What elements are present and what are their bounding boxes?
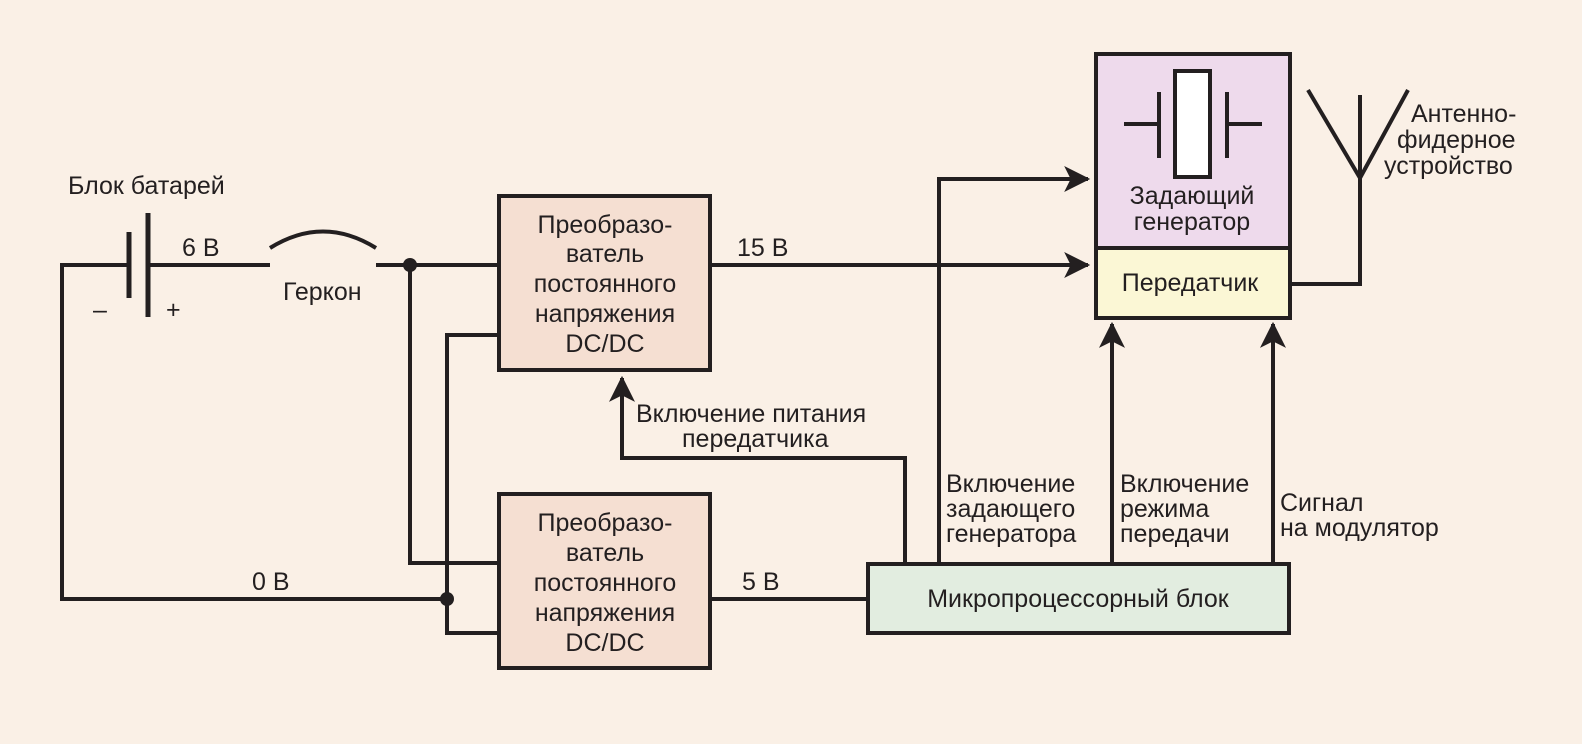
- modulator-line-1: Сигнал: [1280, 489, 1363, 517]
- modulator-signal-label: Сигнал на модулятор: [1280, 489, 1439, 542]
- wires: [60, 166, 1362, 635]
- converter-top-line-2: ватель: [566, 240, 644, 268]
- antenna-icon: [1306, 88, 1410, 180]
- converter-bottom-block: [497, 492, 712, 670]
- antenna-line-2: фидерное: [1397, 126, 1516, 154]
- converter-bottom-line-2: ватель: [566, 539, 644, 567]
- antenna-line-1: Антенно-: [1411, 100, 1516, 128]
- wire-5v-label: 5 В: [742, 568, 780, 596]
- reed-switch-label: Геркон: [283, 278, 362, 306]
- microprocessor-label: Микропроцессорный блок: [927, 585, 1230, 613]
- converter-top-block: [497, 194, 712, 372]
- tx-power-line-2: передатчика: [682, 425, 829, 453]
- wire-top-converter-ground: [445, 333, 500, 635]
- master-oscillator-line-2: генератор: [1134, 208, 1250, 236]
- converter-top-text: Преобразо- ватель постоянного напряжения…: [534, 211, 677, 358]
- osc-enable-line-1: Включение: [946, 470, 1075, 498]
- tx-power-signal-label: Включение питания передатчика: [636, 400, 866, 453]
- battery-voltage-label: 6 В: [182, 234, 220, 262]
- master-oscillator-line-1: Задающий: [1130, 182, 1255, 210]
- modulator-line-2: на модулятор: [1280, 514, 1439, 542]
- crystal-icon: [1124, 69, 1262, 179]
- wire-junction-to-bottom-converter: [408, 265, 500, 565]
- battery-minus-label: –: [93, 296, 107, 324]
- wire-to-antenna: [1290, 178, 1362, 286]
- microprocessor-block: [866, 562, 1291, 635]
- master-oscillator-text: Задающий генератор: [1130, 182, 1255, 236]
- converter-top-line-5: DC/DC: [565, 330, 644, 358]
- converter-bottom-line-1: Преобразо-: [538, 509, 673, 537]
- osc-enable-line-3: генератора: [946, 520, 1076, 548]
- converter-bottom-line-4: напряжения: [535, 599, 675, 627]
- tx-mode-signal-label: Включение режима передачи: [1120, 470, 1249, 548]
- reed-switch-contact: [268, 229, 378, 250]
- converter-top-line-3: постоянного: [534, 270, 677, 298]
- wire-battery-negative-return: [60, 263, 447, 601]
- antenna-line-3: устройство: [1384, 152, 1513, 180]
- tx-power-line-1: Включение питания: [636, 400, 866, 428]
- converter-bottom-line-3: постоянного: [534, 569, 677, 597]
- converter-top-line-4: напряжения: [535, 300, 675, 328]
- battery-label: Блок батарей: [68, 172, 225, 200]
- junction-dot-bottom: [440, 592, 454, 606]
- converter-top-line-1: Преобразо-: [538, 211, 673, 239]
- converter-bottom-text: Преобразо- ватель постоянного напряжения…: [534, 509, 677, 657]
- battery-plus-label: +: [166, 296, 181, 324]
- tx-mode-line-3: передачи: [1120, 520, 1230, 548]
- junction-dot-top: [403, 258, 417, 272]
- wire-0v-label: 0 В: [252, 568, 290, 596]
- osc-enable-line-2: задающего: [946, 495, 1075, 523]
- tx-mode-line-2: режима: [1120, 495, 1209, 523]
- antenna-text: Антенно- фидерное устройство: [1384, 100, 1516, 180]
- wire-15v-label: 15 В: [737, 234, 788, 262]
- tx-mode-line-1: Включение: [1120, 470, 1249, 498]
- wire-tx-power-enable: [609, 375, 907, 563]
- converter-bottom-line-5: DC/DC: [565, 629, 644, 657]
- wire-osc-enable: [937, 166, 1091, 563]
- transmitter-label: Передатчик: [1122, 269, 1260, 297]
- transmitter-block: [1094, 246, 1292, 320]
- battery-symbol: [126, 213, 151, 317]
- osc-enable-signal-label: Включение задающего генератора: [946, 470, 1076, 548]
